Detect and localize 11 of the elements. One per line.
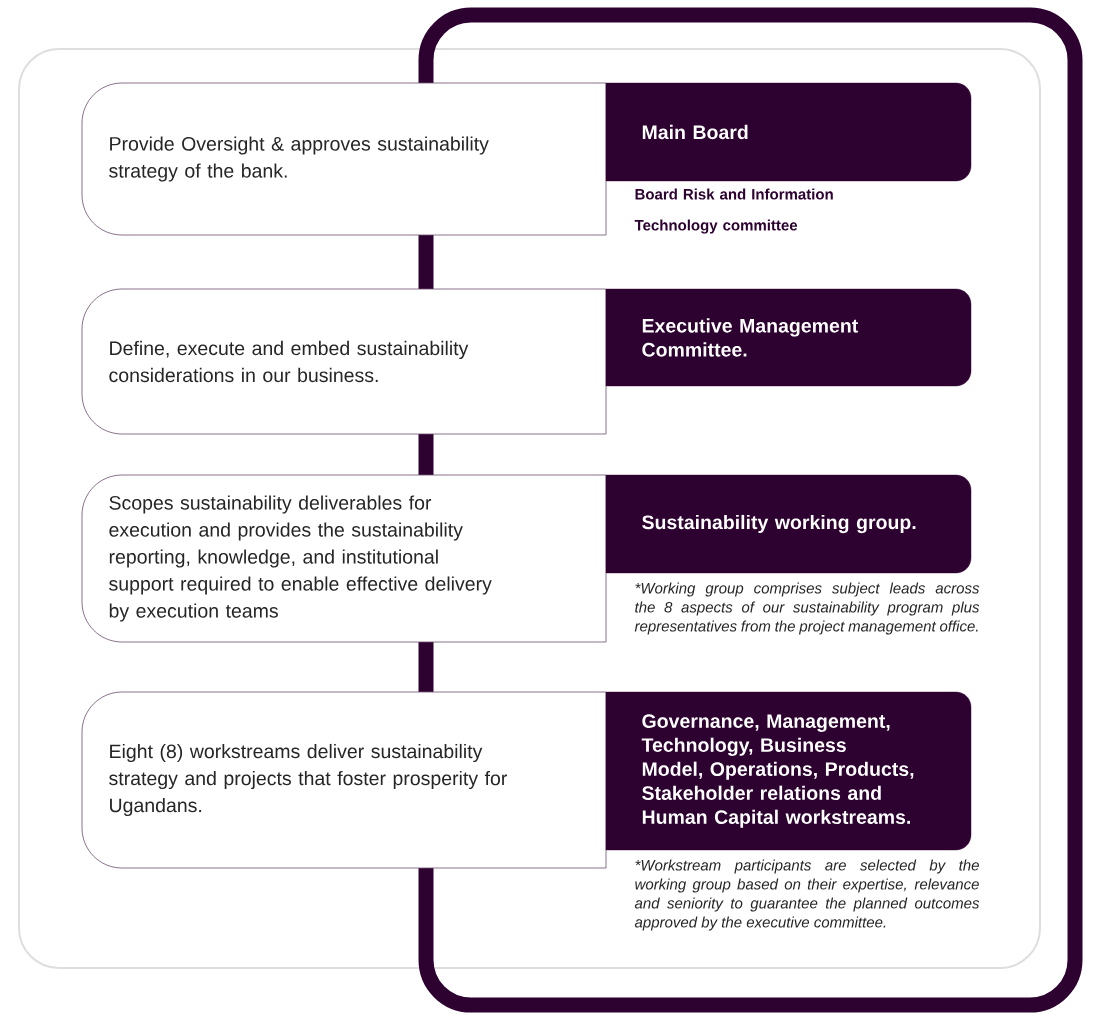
title-box: Main Board (605, 82, 972, 182)
title-box: Executive Management Committee. (605, 288, 972, 387)
committee-label: Board Risk and Information Technology committee (634, 188, 833, 234)
note-text: *Workstream participants are selected by the working group based on their expertise, relevance and seniority to guarantee the planned outcomes approved by the executive committee. (634, 859, 980, 931)
description-box: Scopes sustainability deliverables for execution and provides the sustainability reporting, knowledge, and institutional support required to enable effective delivery by execution teams (81, 474, 607, 643)
title-box: Governance, Management, Technology, Business Model, Operations, Products, Stakeholder relations and Human Capital workstreams. (605, 691, 972, 851)
title-box: Sustainability working group. (605, 474, 972, 574)
description-box: Eight (8) workstreams deliver sustainability strategy and projects that foster prosperity for Ugandans. (81, 691, 607, 869)
description-box: Provide Oversight & approves sustainability strategy of the bank. (81, 82, 607, 236)
note-text: *Working group comprises subject leads across the 8 aspects of our sustainability program plus representatives from the project management office. (634, 582, 980, 635)
description-box: Define, execute and embed sustainability considerations in our business. (81, 288, 607, 435)
